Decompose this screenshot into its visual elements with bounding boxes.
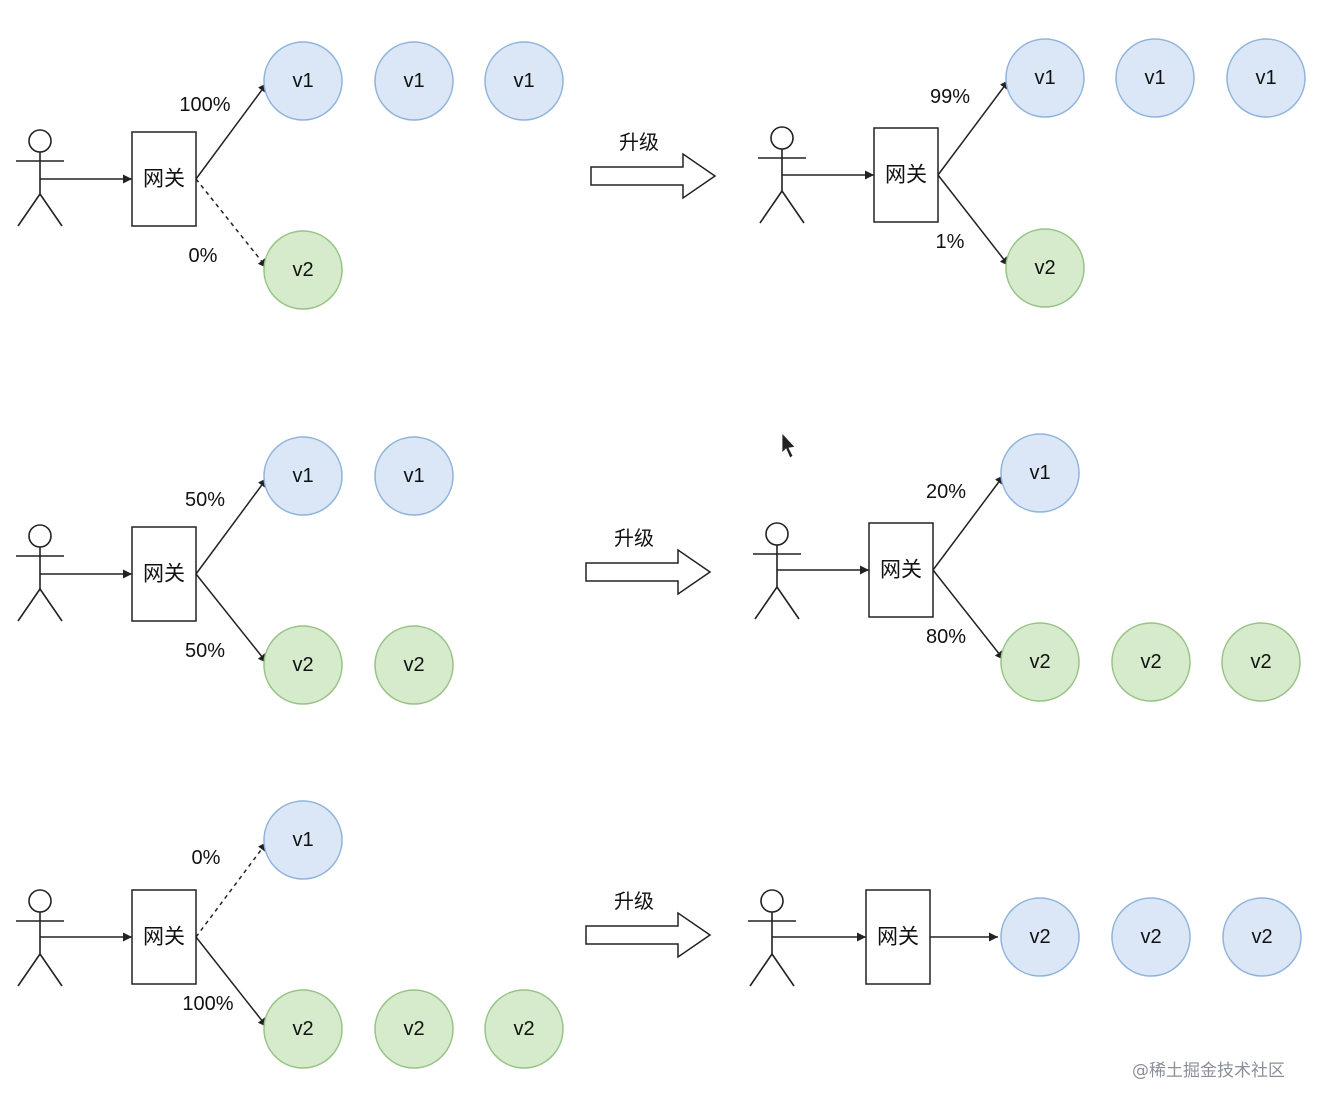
s5-percent-bottom: 100% xyxy=(182,993,233,1015)
s2-top-node-2-circle xyxy=(1226,38,1306,118)
s1-top-node-1-label: v1 xyxy=(403,70,424,92)
s4-bottom-node-2-label: v2 xyxy=(1250,651,1271,673)
s3-top-node-1-label: v1 xyxy=(403,465,424,487)
s2-top-node-2-label: v1 xyxy=(1255,67,1276,89)
s3-percent-bottom: 50% xyxy=(185,640,225,662)
s5-arrow-bottom xyxy=(195,936,268,1028)
mouse-cursor-icon xyxy=(781,431,796,459)
s4-arrow-bottom xyxy=(932,569,1005,661)
s3-user-figure xyxy=(16,524,64,622)
s6-node-1-circle xyxy=(1111,897,1191,977)
s1-bottom-node-0-label: v2 xyxy=(292,259,313,281)
s3-bottom-node-1-label: v2 xyxy=(403,654,424,676)
s2-gateway-box-label: 网关 xyxy=(885,164,927,187)
s2-top-node-0-circle xyxy=(1005,38,1085,118)
s6-node-2-circle xyxy=(1222,897,1302,977)
s6-node-0-circle xyxy=(1000,897,1080,977)
upgrade-arrow-row2-label: 升级 xyxy=(614,527,654,550)
upgrade-arrow-row2 xyxy=(585,548,712,596)
s6-user-figure xyxy=(748,889,796,987)
s3-top-node-0-circle xyxy=(263,436,343,516)
s4-bottom-node-2-circle xyxy=(1221,622,1301,702)
s2-percent-top: 99% xyxy=(930,86,970,108)
s2-top-node-1-label: v1 xyxy=(1144,67,1165,89)
s4-percent-top: 20% xyxy=(926,481,966,503)
s2-bottom-node-0-label: v2 xyxy=(1034,257,1055,279)
s2-arrow-bottom xyxy=(937,174,1010,267)
s3-percent-top: 50% xyxy=(185,489,225,511)
s4-arrow-top xyxy=(932,474,1005,571)
s1-gateway-box-label: 网关 xyxy=(143,168,185,191)
s2-percent-bottom: 1% xyxy=(936,231,965,253)
s4-bottom-node-0-circle xyxy=(1000,622,1080,702)
s4-gateway-box xyxy=(868,522,934,618)
s4-percent-bottom: 80% xyxy=(926,626,966,648)
s1-arrow-bottom xyxy=(195,178,268,269)
s1-user-figure xyxy=(16,129,64,227)
s3-arrow-bottom xyxy=(195,573,268,664)
s5-bottom-node-0-label: v2 xyxy=(292,1018,313,1040)
s3-gateway-box-label: 网关 xyxy=(143,563,185,586)
s1-gateway-box xyxy=(131,131,197,227)
s1-arrow-top xyxy=(195,82,268,180)
s3-bottom-node-0-circle xyxy=(263,625,343,705)
s4-bottom-node-0-label: v2 xyxy=(1029,651,1050,673)
s3-gateway-box xyxy=(131,526,197,622)
watermark: @稀土掘金技术社区 xyxy=(1132,1061,1285,1081)
s1-top-node-2-circle xyxy=(484,41,564,121)
s6-node-0-label: v2 xyxy=(1029,926,1050,948)
s5-bottom-node-1-circle xyxy=(374,989,454,1069)
s1-percent-bottom: 0% xyxy=(189,245,218,267)
s1-top-node-0-circle xyxy=(263,41,343,121)
s5-bottom-node-1-label: v2 xyxy=(403,1018,424,1040)
s5-bottom-node-0-circle xyxy=(263,989,343,1069)
upgrade-arrow-row3-label: 升级 xyxy=(614,890,654,913)
s5-user-figure xyxy=(16,889,64,987)
s2-user-figure xyxy=(758,126,806,224)
s2-bottom-node-0-circle xyxy=(1005,228,1085,308)
s6-node-1-label: v2 xyxy=(1140,926,1161,948)
s6-gateway-box xyxy=(865,889,931,985)
s5-bottom-node-2-circle xyxy=(484,989,564,1069)
s4-gateway-box-label: 网关 xyxy=(880,559,922,582)
s5-gateway-box-label: 网关 xyxy=(143,926,185,949)
s2-arrow-top xyxy=(937,79,1010,176)
s4-top-node-0-circle xyxy=(1000,433,1080,513)
s1-bottom-node-0-circle xyxy=(263,230,343,310)
s1-top-node-1-circle xyxy=(374,41,454,121)
s6-node-2-label: v2 xyxy=(1251,926,1272,948)
s5-percent-top: 0% xyxy=(192,847,221,869)
s3-bottom-node-1-circle xyxy=(374,625,454,705)
s5-top-node-0-label: v1 xyxy=(292,829,313,851)
s3-top-node-0-label: v1 xyxy=(292,465,313,487)
upgrade-arrow-row1-label: 升级 xyxy=(619,131,659,154)
s4-top-node-0-label: v1 xyxy=(1029,462,1050,484)
s5-bottom-node-2-label: v2 xyxy=(513,1018,534,1040)
s1-top-node-0-label: v1 xyxy=(292,70,313,92)
s5-arrow-top xyxy=(195,841,268,938)
s1-top-node-2-label: v1 xyxy=(513,70,534,92)
s1-percent-top: 100% xyxy=(179,94,230,116)
s2-top-node-1-circle xyxy=(1115,38,1195,118)
s3-top-node-1-circle xyxy=(374,436,454,516)
s5-top-node-0-circle xyxy=(263,800,343,880)
s2-top-node-0-label: v1 xyxy=(1034,67,1055,89)
s3-arrow-top xyxy=(195,477,268,575)
s6-gateway-box-label: 网关 xyxy=(877,926,919,949)
s4-bottom-node-1-label: v2 xyxy=(1140,651,1161,673)
s4-user-figure xyxy=(753,522,801,620)
s5-gateway-box xyxy=(131,889,197,985)
s4-bottom-node-1-circle xyxy=(1111,622,1191,702)
upgrade-arrow-row3 xyxy=(585,911,712,959)
upgrade-arrow-row1 xyxy=(590,152,717,200)
s3-bottom-node-0-label: v2 xyxy=(292,654,313,676)
